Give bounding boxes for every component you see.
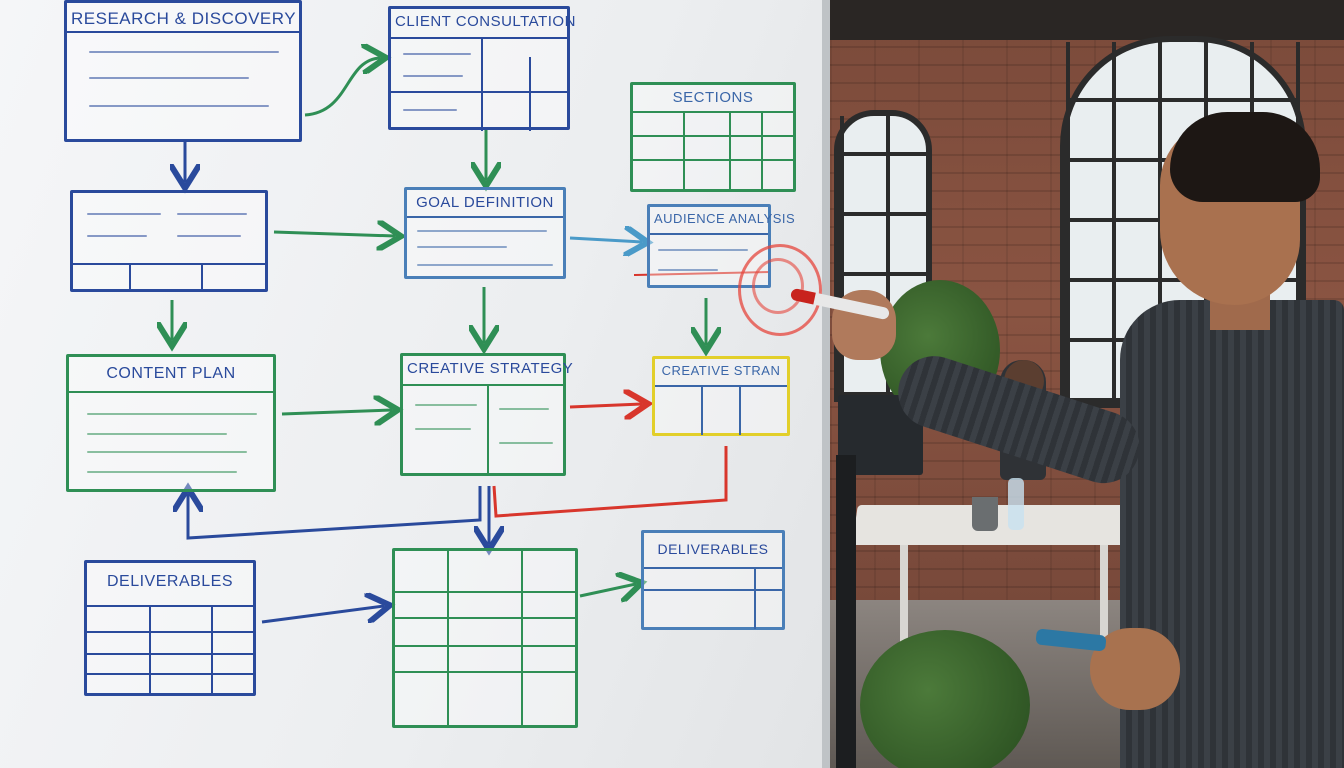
- client-consultation-title: CLIENT CONSULTATION: [395, 13, 576, 30]
- arrow-loop-to-content: [188, 486, 482, 540]
- whiteboard-stand: [836, 455, 856, 768]
- client-consultation-box: CLIENT CONSULTATION: [388, 6, 576, 131]
- arrow-stran-loop: [492, 446, 728, 518]
- arrow-content-to-strategy: [281, 410, 392, 414]
- audience-analysis-box: AUDIENCE ANALYSIS: [647, 204, 796, 288]
- diagram-arrows: [0, 0, 771, 624]
- ceiling: [830, 0, 1344, 40]
- desk-leg: [900, 545, 908, 655]
- presenter-hair: [1170, 112, 1320, 202]
- creative-stran-title: CREATIVE STRAN: [661, 363, 781, 378]
- cup: [972, 497, 998, 531]
- content-plan-box: CONTENT PLAN: [66, 354, 276, 492]
- goal-definition-title: GOAL DEFINITION: [416, 194, 554, 211]
- deliverables-right-box: DELIVERABLES: [641, 530, 785, 630]
- audience-analysis-title: AUDIENCE ANALYSIS: [654, 211, 796, 226]
- red-circle-annotation-inner: [752, 258, 804, 314]
- creative-strategy-box: CREATIVE STRATEGY: [400, 353, 574, 476]
- water-bottle: [1008, 478, 1024, 530]
- desk-leg: [1100, 545, 1108, 665]
- creative-strategy-title: CREATIVE STRATEGY: [407, 360, 574, 377]
- content-plan-title: CONTENT PLAN: [106, 365, 236, 382]
- deliverables-table-box: [392, 548, 578, 728]
- desk: [852, 505, 1153, 545]
- arrow-research-to-client: [304, 58, 380, 117]
- goal-definition-box: GOAL DEFINITION: [404, 187, 566, 279]
- arrow-deliverables-to-table: [261, 606, 384, 624]
- red-circle-annotation: [738, 244, 822, 336]
- research-discovery-title: RESEARCH & DISCOVERY: [71, 9, 297, 28]
- sections-box: SECTIONS: [630, 82, 796, 192]
- arrow-left-to-goal: [273, 232, 395, 236]
- deliverables-left-title: DELIVERABLES: [106, 573, 234, 590]
- arrow-goal-to-audience: [569, 238, 642, 242]
- deliverables-right-title: DELIVERABLES: [657, 541, 769, 557]
- creative-stran-box: CREATIVE STRAN: [652, 356, 790, 436]
- discovery-notes-box: [70, 190, 268, 292]
- deliverables-left-box: DELIVERABLES: [84, 560, 256, 696]
- research-discovery-box: RESEARCH & DISCOVERY: [64, 0, 302, 142]
- sections-title: SECTIONS: [672, 89, 754, 106]
- arrow-strategy-to-stran: [569, 404, 642, 407]
- arrow-table-to-deliverables: [579, 584, 636, 596]
- plant-front: [860, 630, 1030, 768]
